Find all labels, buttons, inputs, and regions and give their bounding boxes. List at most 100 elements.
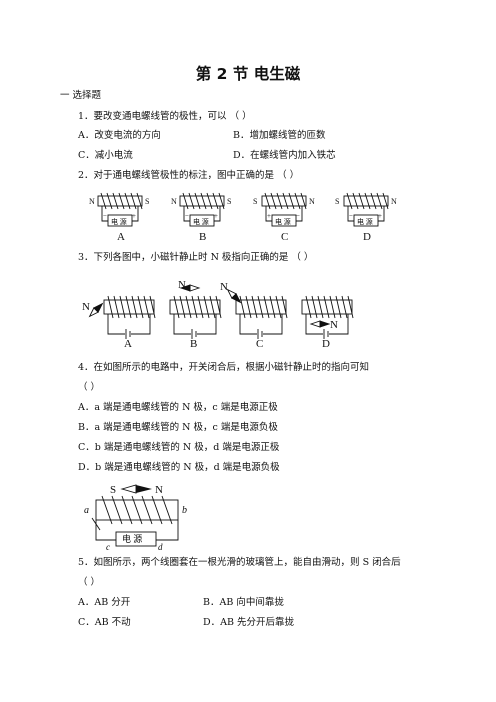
- solenoid-tube: [103, 299, 155, 315]
- q2-diagram-b: 电 源 N S − + B: [171, 192, 231, 243]
- needle-n-half: [179, 284, 191, 292]
- solenoid-coil: [264, 192, 307, 210]
- circuit-wire: [173, 314, 217, 335]
- needle-n-label: N: [155, 484, 163, 496]
- pole-right-label: S: [145, 197, 149, 206]
- terminal-right-label: −: [296, 212, 300, 220]
- solenoid-tube: [169, 299, 221, 315]
- q3-diagram-b: B: [169, 295, 222, 348]
- pole-left-label: N: [171, 197, 177, 206]
- end-a-label: a: [84, 505, 89, 516]
- battery-icon: [191, 329, 197, 339]
- terminal-left-label: −: [185, 212, 189, 220]
- question-4-option-d: D．b 端是通电螺线管的 N 极，d 端是电源负极: [78, 462, 280, 473]
- needle-n-half: [231, 293, 242, 304]
- power-label: 电 源: [122, 533, 142, 544]
- pole-right-label: S: [227, 197, 231, 206]
- q3-option-label: B: [190, 338, 197, 348]
- question-1-option-d: D．在螺线管内加入铁芯: [233, 150, 336, 161]
- q3-needle-label-b: N: [178, 279, 186, 291]
- q2-option-label: D: [363, 231, 371, 243]
- solenoid-coil: [346, 192, 389, 210]
- power-supply-box: [271, 214, 297, 227]
- solenoid-tube: [235, 299, 287, 315]
- pole-left-label: S: [253, 197, 257, 206]
- circuit-wire: [239, 314, 283, 335]
- pole-right-label: N: [309, 197, 315, 206]
- power-label: 电 源: [275, 217, 291, 226]
- pole-left-label: S: [335, 197, 339, 206]
- solenoid-coil: [182, 192, 225, 210]
- question-5-stem-line2: （ ）: [78, 577, 101, 588]
- needle-n-half: [319, 320, 331, 328]
- terminal-right-label: +: [132, 212, 136, 220]
- power-supply-box: [115, 531, 157, 547]
- circuit-wire: [101, 206, 139, 222]
- circuit-wire: [265, 206, 303, 222]
- question-1-option-b: B．增加螺线管的匝数: [233, 130, 326, 141]
- q2-option-label: B: [199, 231, 206, 243]
- battery-icon: [257, 329, 263, 339]
- q3-diagram-a: A: [103, 295, 156, 348]
- compass-needle-icon: [179, 284, 201, 292]
- compass-needle-icon: [309, 320, 331, 328]
- question-5-option-c: C．AB 不动: [78, 617, 131, 628]
- power-supply-box: [107, 214, 133, 227]
- q3-option-label: C: [256, 338, 263, 348]
- compass-needle-s-icon: [120, 484, 137, 494]
- solenoid-coil: [305, 295, 354, 319]
- terminal-right-label: +: [378, 212, 382, 220]
- terminal-left-label: +: [267, 212, 271, 220]
- needle-s-half: [189, 284, 201, 292]
- circuit-wire: [183, 206, 221, 222]
- battery-icon: [125, 329, 131, 339]
- q2-option-label: C: [281, 231, 288, 243]
- q3-diagram-c: C: [235, 295, 288, 348]
- end-c-label: c: [106, 542, 110, 552]
- battery-icon: [323, 329, 329, 339]
- switch-icon: [91, 517, 101, 531]
- question-2-stem: 2．对于通电螺线管极性的标注，图中正确的是 （ ）: [78, 170, 300, 181]
- q2-option-label: A: [117, 231, 125, 243]
- q3-needle-label-c: N: [220, 281, 228, 293]
- question-5-option-b: B．AB 向中间靠拢: [203, 597, 284, 608]
- power-supply-box: [189, 214, 215, 227]
- q3-option-label: D: [322, 338, 330, 348]
- solenoid-coil: [100, 192, 143, 210]
- question-1-stem: 1．要改变通电螺线管的极性，可以 （ ）: [78, 111, 252, 122]
- page-title: 第 2 节 电生磁: [195, 65, 301, 83]
- question-5-option-a: A．AB 分开: [78, 597, 131, 608]
- question-4-option-b: B．a 端是通电螺线管的 N 极，c 端是电源负极: [78, 422, 278, 433]
- circuit-wire: [305, 314, 349, 335]
- question-4-option-c: C．b 端是通电螺线管的 N 极，d 端是电源正极: [78, 442, 280, 453]
- section-heading: 一 选择题: [60, 90, 102, 101]
- solenoid-coil: [107, 295, 156, 319]
- needle-s-label: S: [110, 484, 116, 496]
- q3-diagram-d: D: [301, 295, 354, 348]
- question-1-option-c: C．减小电流: [78, 150, 133, 161]
- solenoid-tube: [95, 499, 179, 521]
- solenoid-tube: [301, 299, 353, 315]
- q2-diagram-c: 电 源 S N + − C: [253, 192, 315, 243]
- needle-s-half: [309, 320, 321, 328]
- power-label: 电 源: [193, 217, 209, 226]
- solenoid-coil: [239, 295, 288, 319]
- terminal-right-label: +: [214, 212, 218, 220]
- q3-needle-label-d: N: [330, 319, 338, 331]
- question-4-stem-line2: （ ）: [78, 382, 101, 393]
- q3-needle-label-a: N: [82, 301, 90, 313]
- question-5-option-d: D．AB 先分开后靠拢: [203, 617, 294, 628]
- needle-n-half: [93, 302, 104, 313]
- question-1-option-a: A．改变电流的方向: [78, 130, 161, 141]
- solenoid-coil: [173, 295, 222, 319]
- pole-right-label: N: [391, 197, 397, 206]
- pole-left-label: N: [89, 197, 95, 206]
- compass-needle-icon: [88, 302, 104, 318]
- power-label: 电 源: [357, 217, 373, 226]
- end-b-label: b: [182, 505, 187, 516]
- circuit-wire: [107, 314, 151, 335]
